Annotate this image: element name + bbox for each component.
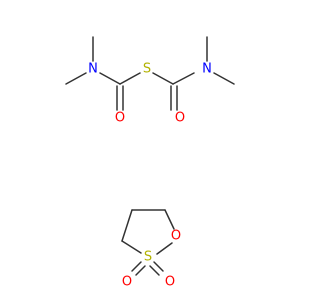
molecule-2-bonds xyxy=(121,209,175,276)
bond-ch3-n1-left xyxy=(65,72,87,85)
bond-c1-s1 xyxy=(119,72,141,85)
canvas-background xyxy=(0,0,300,300)
bond-s1-c2 xyxy=(152,72,174,85)
atom-n2: N xyxy=(202,62,212,77)
bond-s2-o4-b xyxy=(135,265,146,276)
bond-ring-o3-s2 xyxy=(156,242,173,255)
bond-c2-n2 xyxy=(172,72,195,85)
atom-s2: S xyxy=(144,250,152,265)
atom-s1: S xyxy=(143,62,151,77)
molecule-1-atoms: N O S O N xyxy=(88,62,212,126)
atom-o1: O xyxy=(115,111,125,126)
bond-s2-o5-a xyxy=(153,261,164,272)
atom-o5: O xyxy=(165,275,175,290)
bond-n2-ch3-right xyxy=(213,72,235,85)
molecule-1-bonds xyxy=(65,36,235,111)
bond-ring-c2-o3 xyxy=(164,209,175,230)
atom-n1: N xyxy=(88,62,98,77)
bond-s2-o5-b xyxy=(149,265,160,276)
molecule-2-atoms: O S O O xyxy=(122,229,181,290)
molecule-canvas: N O S O N O S O O xyxy=(0,0,300,300)
bond-ring-c3-c1 xyxy=(121,209,133,242)
bond-n1-c1 xyxy=(99,72,121,85)
atom-o4: O xyxy=(122,275,132,290)
bond-s2-o4-a xyxy=(131,261,142,272)
atom-o3: O xyxy=(171,229,181,244)
bond-ring-s2-c3 xyxy=(121,240,142,254)
atom-o2: O xyxy=(175,111,185,126)
